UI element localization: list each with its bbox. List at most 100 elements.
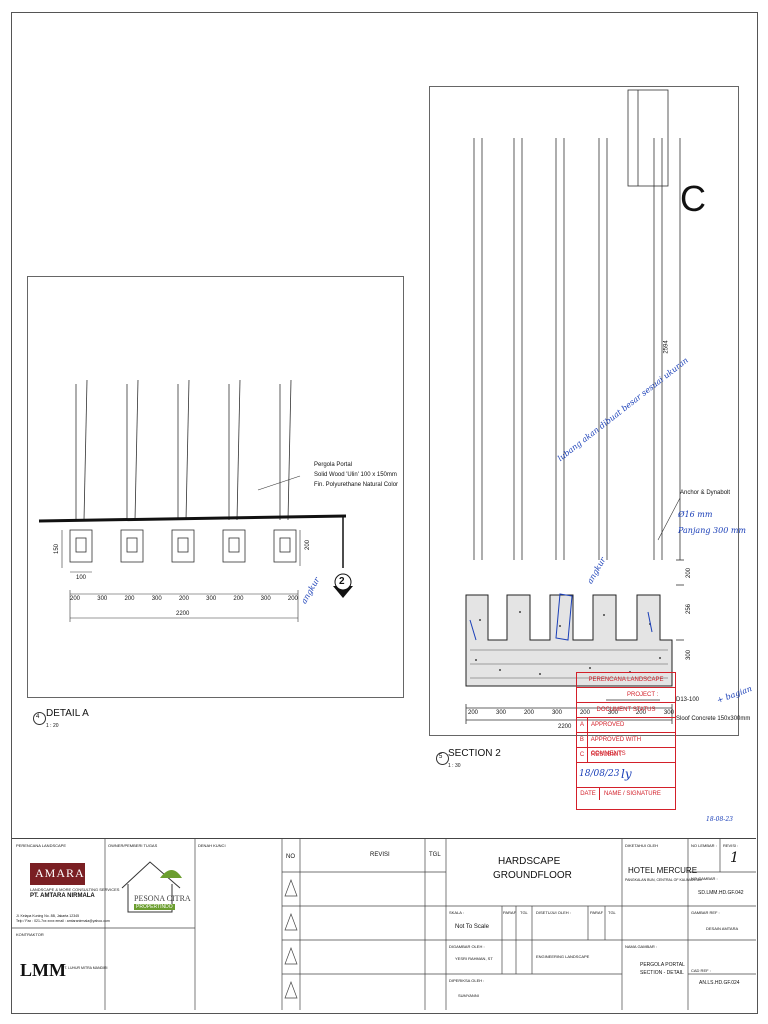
stamp-code: A	[577, 718, 588, 732]
spacing-value: 200	[523, 710, 534, 716]
drawing-title-1: HARDSCAPE	[498, 856, 561, 867]
drawing-title-2: GROUNDFLOOR	[493, 870, 572, 881]
cad-ref-label: CAD REF :	[691, 968, 711, 973]
spacing-value: 300	[206, 596, 217, 602]
amara-logo	[30, 863, 85, 885]
spacing-value: 200	[635, 710, 646, 716]
stamp-project: PROJECT :	[577, 688, 675, 703]
section-2-spacing-row: 200 300 200 300 200 300 200 300	[468, 710, 674, 716]
stamp-name-label: NAME / SIGNATURE	[604, 791, 661, 797]
detail-a-note-line2: Solid Wood 'Ulin' 100 x 150mm	[314, 472, 397, 478]
disetujui-label: DISETUJUI OLEH :	[536, 910, 571, 915]
detail-a-spacing-row: 200 300 200 300 200 300 200 300 200	[70, 596, 298, 602]
gambar-ref-label: GAMBAR REF :	[691, 910, 720, 915]
section-2-frame	[429, 86, 739, 736]
detail-a-section-marker: 2	[339, 576, 345, 587]
detail-a-number-circle	[33, 712, 46, 725]
stamp-code: C	[577, 748, 588, 762]
amara-company: PT. AMTARA NIRMALA	[30, 893, 95, 899]
engineering-label: ENGINEERING LANDSCAPE	[536, 954, 590, 959]
spacing-value: 200	[124, 596, 135, 602]
denah-label: DENAH KUNCI	[198, 843, 226, 848]
stamp-date-label: DATE	[577, 788, 600, 800]
stamp-handwritten-date: 18/08/23	[579, 769, 620, 779]
perencana-label: PERENCANA LANDSCAPE	[16, 843, 67, 848]
owner-sub: PROPERTINDO	[134, 904, 175, 910]
top-handwritten-date: 18-08-23	[706, 816, 733, 823]
digambar-value: YESRI RAHMAN, ST	[455, 956, 493, 961]
detail-a-frame	[27, 276, 404, 698]
title-block	[12, 838, 756, 1011]
revisi-value: 1	[730, 850, 739, 866]
section-2-number-circle	[436, 752, 449, 765]
spacing-value: 200	[579, 710, 590, 716]
col-tgl: TGL	[429, 852, 441, 858]
stamp-code: B	[577, 733, 588, 747]
digambar-label: DIGAMBAR OLEH :	[449, 944, 485, 949]
stamp-status-text: DOCUMENT STATUS	[596, 707, 656, 713]
spacing-value: 200	[287, 596, 298, 602]
stamp-label: RESUBMIT	[591, 752, 623, 758]
stamp-status-title: DOCUMENT STATUS	[577, 703, 675, 718]
stamp-row-b: B APPROVED WITH COMMENTS	[577, 733, 675, 757]
stamp-footer: DATE NAME / SIGNATURE	[577, 788, 675, 800]
section-2-total: 2200	[558, 724, 572, 730]
tgl-label-2: TGL	[608, 910, 616, 915]
detail-a-total: 2200	[176, 611, 190, 617]
diperiksa-label: DIPERIKSA OLEH :	[449, 978, 485, 983]
stamp-sign-area: 18/08/23 ly	[577, 763, 675, 788]
paraf-label-1: PARAF	[503, 910, 517, 915]
drawing-sheet	[11, 12, 758, 1014]
amara-name: AMARA	[35, 866, 85, 880]
cad-ref-value: AN.LS.HD.GF.024	[699, 980, 740, 986]
detail-a-note-line1: Pergola Portal	[314, 462, 353, 468]
section-2-anchor-note: Anchor & Dynabolt	[680, 490, 731, 496]
stamp-header: PERENCANA LANDSCAPE	[577, 673, 675, 688]
spacing-value: 200	[70, 596, 81, 602]
hotel-sub: PANGKALAN BUN, CENTRAL OF KALIMANTAN	[625, 878, 702, 882]
section-2-number: 5	[439, 754, 443, 760]
stamp-row-c: C RESUBMIT	[577, 748, 675, 763]
revisi-label: REVISI :	[723, 843, 739, 848]
amara-address: Jl. Kelapa Kuning No. 8B, Jakarta 12345	[16, 914, 80, 918]
hotel-name: HOTEL MERCURE	[628, 866, 698, 875]
spacing-value: 300	[663, 710, 674, 716]
detail-a-dim-100: 100	[76, 575, 87, 581]
detail-a-number: 4	[36, 714, 40, 720]
stamp-label: APPROVED WITH COMMENTS	[590, 737, 642, 757]
col-revisi: REVISI	[370, 852, 390, 858]
foundation	[465, 594, 673, 687]
skala-label: SKALA :	[449, 910, 464, 915]
lmm-logo: LMM	[20, 960, 66, 980]
nama-gambar-label: NAMA GAMBAR :	[625, 944, 658, 949]
section-2-d13-note: D13-100	[676, 697, 700, 703]
section-2-title: SECTION 2	[448, 748, 501, 759]
spacing-value: 300	[97, 596, 108, 602]
detail-a-title: DETAIL A	[46, 708, 89, 719]
col-no: NO	[286, 854, 295, 860]
no-lembar-label: NO LEMBAR :	[691, 843, 717, 848]
no-gambar-value: SD.LMM.HD.GF.042	[698, 890, 744, 896]
detail-a-scale: 1 : 20	[46, 723, 59, 729]
amara-sub: LANDSCAPE & MORE CONSULTING SERVICES	[30, 887, 120, 892]
spacing-value: 300	[495, 710, 506, 716]
diketahui-label: DIKETAHUI OLEH	[625, 843, 659, 848]
approval-stamp: PERENCANA LANDSCAPE PROJECT : DOCUMENT S…	[576, 672, 676, 810]
section-2-handwritten-note-2: Ø16 mm	[678, 510, 713, 519]
spacing-value: 300	[260, 596, 271, 602]
nama-gambar-1: PERGOLA PORTAL	[640, 962, 685, 968]
spacing-value: 300	[607, 710, 618, 716]
amara-contact: Telp / Fax : 021-7xx xxxx email : amtara…	[16, 919, 110, 923]
stamp-row-a: A APPROVED	[577, 718, 675, 733]
diperiksa-value: SUMYANNI	[458, 993, 479, 998]
detail-a-note-line3: Fin. Polyurethane Natural Color	[314, 482, 399, 488]
section-2-handwritten-note-3: Panjang 300 mm	[678, 526, 746, 535]
section-2-scale: 1 : 30	[448, 763, 461, 769]
kontraktor-label: KONTRAKTOR	[16, 932, 44, 937]
paraf-label-2: PARAF	[590, 910, 604, 915]
stamp-label: APPROVED	[591, 722, 625, 728]
nama-gambar-2: SECTION - DETAIL	[640, 970, 684, 976]
